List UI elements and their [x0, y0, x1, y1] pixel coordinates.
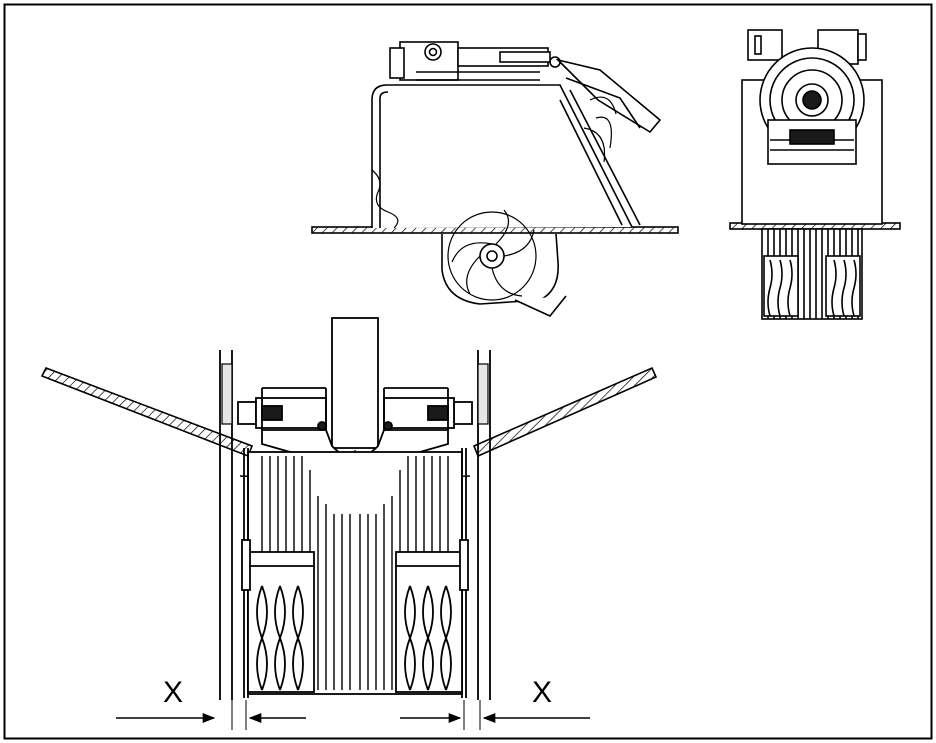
- side-view: [311, 41, 679, 317]
- front-tunnel: [761, 228, 863, 320]
- drawing-frame: [3, 3, 933, 740]
- side-hull-plate: [311, 226, 679, 234]
- side-housing: [371, 84, 633, 228]
- right-bolt-assembly: [383, 387, 473, 430]
- dimension-label-left: X: [163, 676, 183, 709]
- detail-view: [40, 317, 658, 730]
- hull-plate-right: [472, 366, 658, 458]
- side-propeller: [441, 209, 567, 317]
- side-motor-block: [399, 41, 459, 81]
- shaft: [331, 317, 379, 449]
- dimension-label-right: X: [532, 676, 552, 709]
- anode-right: [395, 539, 469, 693]
- front-view: [729, 29, 901, 320]
- dimension-left: [116, 700, 306, 730]
- side-hatch-lid: [555, 58, 662, 134]
- hull-plate-left: [40, 366, 254, 458]
- left-bolt-assembly: [237, 387, 327, 430]
- side-break-line: [371, 169, 399, 229]
- anode-left: [241, 539, 315, 693]
- dimension-right: [400, 700, 590, 730]
